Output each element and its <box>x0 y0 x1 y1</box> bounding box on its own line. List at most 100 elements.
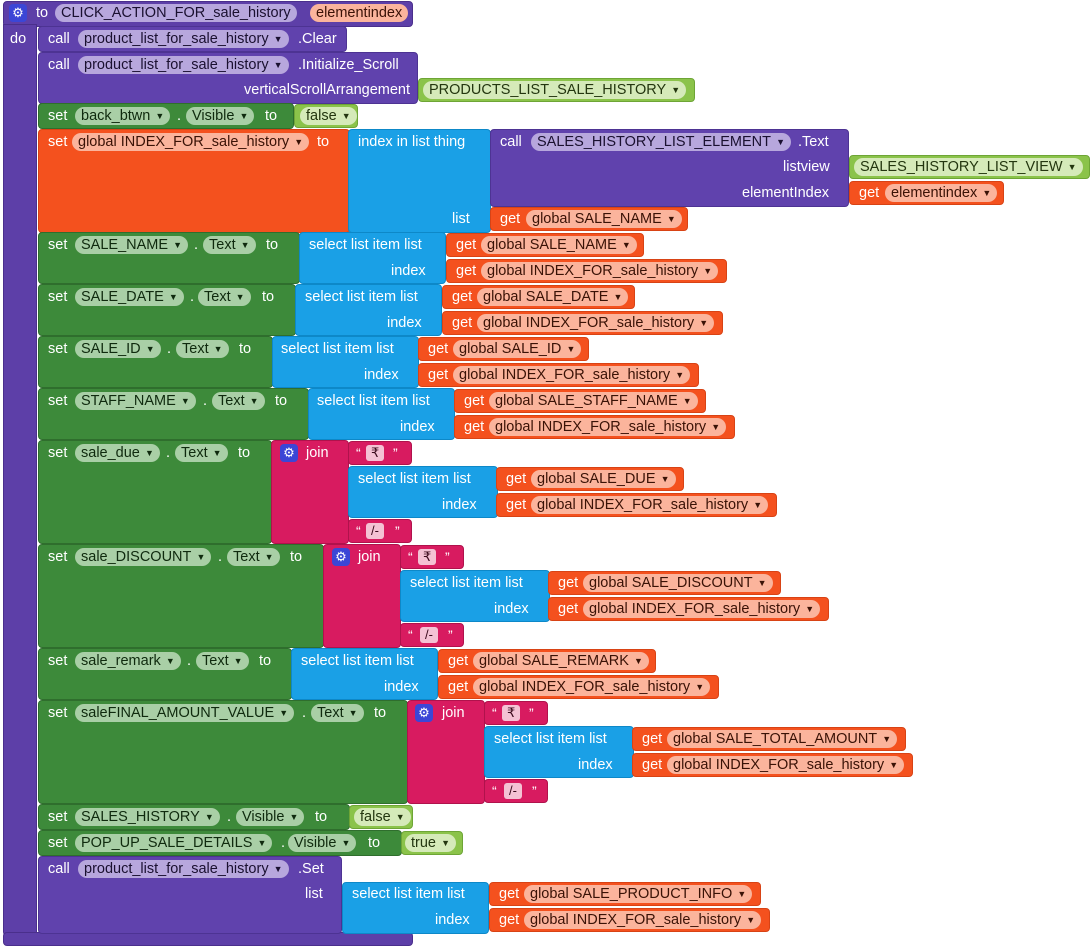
component-dropdown[interactable]: SALE_ID▼ <box>75 340 161 358</box>
method-name: .Set <box>298 861 324 877</box>
to-label: to <box>238 445 251 461</box>
variable-dropdown[interactable]: global SALE_NAME▼ <box>481 236 637 254</box>
component-dropdown[interactable]: PRODUCTS_LIST_SALE_HISTORY▼ <box>423 81 687 99</box>
variable-name: global SALE_ID <box>459 341 562 357</box>
dropdown-arrow-icon: ▼ <box>294 137 304 147</box>
property-dropdown[interactable]: Text▼ <box>311 704 364 722</box>
set-label: set <box>48 705 68 721</box>
variable-dropdown[interactable]: global INDEX_FOR_sale_history▼ <box>667 756 905 774</box>
mutator-gear-icon[interactable]: ⚙ <box>332 548 350 566</box>
property-dropdown[interactable]: Visible▼ <box>288 834 357 852</box>
get-label: get <box>499 912 520 928</box>
property-dropdown[interactable]: Text▼ <box>175 444 228 462</box>
property-dropdown[interactable]: Visible▼ <box>186 107 255 125</box>
boolean-value: true <box>411 835 436 851</box>
select-list-item-block[interactable] <box>308 388 455 440</box>
boolean-dropdown[interactable]: true▼ <box>405 834 456 852</box>
select-list-item-block[interactable] <box>295 284 442 336</box>
procedure-name-field[interactable]: CLICK_ACTION_FOR_sale_history <box>55 4 297 22</box>
close-quote: ” <box>445 549 450 565</box>
component-dropdown[interactable]: saleFINAL_AMOUNT_VALUE▼ <box>75 704 295 722</box>
variable-dropdown[interactable]: global SALE_PRODUCT_INFO▼ <box>524 885 753 903</box>
component-dropdown[interactable]: SALES_HISTORY_LIST_VIEW▼ <box>854 158 1083 176</box>
variable-dropdown[interactable]: global SALE_TOTAL_AMOUNT▼ <box>667 730 898 748</box>
variable-dropdown[interactable]: global SALE_NAME▼ <box>526 210 682 228</box>
parameter-elementindex[interactable]: elementindex <box>310 4 409 22</box>
property-name: Visible <box>294 835 337 851</box>
to-label: to <box>368 835 381 851</box>
boolean-dropdown[interactable]: false▼ <box>300 107 357 125</box>
variable-dropdown[interactable]: global INDEX_FOR_sale_history▼ <box>473 678 711 696</box>
property-dropdown[interactable]: Text▼ <box>198 288 251 306</box>
variable-dropdown[interactable]: global SALE_ID▼ <box>453 340 582 358</box>
select-list-item-block[interactable] <box>348 466 498 518</box>
component-dropdown[interactable]: sale_remark▼ <box>75 652 181 670</box>
component-dropdown[interactable]: STAFF_NAME▼ <box>75 392 196 410</box>
procedure-body-rail <box>3 24 37 936</box>
variable-dropdown[interactable]: global INDEX_FOR_sale_history▼ <box>72 133 310 151</box>
property-dropdown[interactable]: Text▼ <box>176 340 229 358</box>
component-dropdown[interactable]: product_list_for_sale_history▼ <box>78 30 289 48</box>
property-name: Text <box>204 289 231 305</box>
text-value[interactable]: /- <box>420 627 438 643</box>
variable-dropdown[interactable]: global SALE_DUE▼ <box>531 470 676 488</box>
component-dropdown[interactable]: product_list_for_sale_history▼ <box>78 860 289 878</box>
open-quote: “ <box>408 627 413 643</box>
text-value[interactable]: ₹ <box>502 705 521 721</box>
select-list-item-block[interactable] <box>400 570 550 622</box>
boolean-value: false <box>306 108 337 124</box>
variable-dropdown[interactable]: global INDEX_FOR_sale_history▼ <box>453 366 691 384</box>
text-value[interactable]: ₹ <box>418 549 437 565</box>
variable-dropdown[interactable]: elementindex▼ <box>885 184 998 202</box>
dropdown-arrow-icon: ▼ <box>682 396 692 406</box>
component-dropdown[interactable]: SALE_DATE▼ <box>75 288 184 306</box>
component-dropdown[interactable]: SALES_HISTORY_LIST_ELEMENT▼ <box>531 133 791 151</box>
property-dropdown[interactable]: Visible▼ <box>236 808 305 826</box>
dropdown-arrow-icon: ▼ <box>196 552 206 562</box>
component-dropdown[interactable]: POP_UP_SALE_DETAILS▼ <box>75 834 273 852</box>
component-dropdown[interactable]: sale_due▼ <box>75 444 160 462</box>
property-dropdown[interactable]: Text▼ <box>212 392 265 410</box>
select-list-item-block[interactable] <box>299 232 446 284</box>
variable-dropdown[interactable]: global INDEX_FOR_sale_history▼ <box>583 600 821 618</box>
mutator-gear-icon[interactable]: ⚙ <box>280 444 298 462</box>
property-name: Text <box>202 653 229 669</box>
component-dropdown[interactable]: SALES_HISTORY▼ <box>75 808 220 826</box>
select-list-item-block[interactable] <box>272 336 419 388</box>
text-value[interactable]: /- <box>504 783 522 799</box>
index-in-list-block[interactable] <box>348 129 491 233</box>
variable-name: global INDEX_FOR_sale_history <box>479 679 691 695</box>
do-label: do <box>10 31 27 47</box>
variable-dropdown[interactable]: global INDEX_FOR_sale_history▼ <box>524 911 762 929</box>
set-label: set <box>48 108 68 124</box>
dropdown-arrow-icon: ▼ <box>145 344 155 354</box>
component-name: POP_UP_SALE_DETAILS <box>81 835 253 851</box>
property-dropdown[interactable]: Text▼ <box>203 236 256 254</box>
variable-dropdown[interactable]: global SALE_STAFF_NAME▼ <box>489 392 698 410</box>
variable-dropdown[interactable]: global INDEX_FOR_sale_history▼ <box>481 262 719 280</box>
component-dropdown[interactable]: back_btwn▼ <box>75 107 171 125</box>
component-dropdown[interactable]: product_list_for_sale_history▼ <box>78 56 289 74</box>
get-label: get <box>506 471 527 487</box>
call-label: call <box>48 861 70 877</box>
close-quote: ” <box>395 523 400 539</box>
select-list-item-block[interactable] <box>342 882 489 934</box>
component-dropdown[interactable]: SALE_NAME▼ <box>75 236 189 254</box>
mutator-gear-icon[interactable]: ⚙ <box>9 4 27 22</box>
variable-name: global SALE_DATE <box>483 289 609 305</box>
property-dropdown[interactable]: Text▼ <box>227 548 280 566</box>
text-value[interactable]: ₹ <box>366 445 385 461</box>
text-value[interactable]: /- <box>366 523 384 539</box>
variable-dropdown[interactable]: global SALE_REMARK▼ <box>473 652 649 670</box>
boolean-dropdown[interactable]: false▼ <box>354 808 411 826</box>
variable-dropdown[interactable]: global INDEX_FOR_sale_history▼ <box>489 418 727 436</box>
mutator-gear-icon[interactable]: ⚙ <box>415 704 433 722</box>
variable-dropdown[interactable]: global SALE_DATE▼ <box>477 288 629 306</box>
variable-dropdown[interactable]: global SALE_DISCOUNT▼ <box>583 574 773 592</box>
variable-dropdown[interactable]: global INDEX_FOR_sale_history▼ <box>477 314 715 332</box>
select-list-item-block[interactable] <box>291 648 438 700</box>
component-dropdown[interactable]: sale_DISCOUNT▼ <box>75 548 212 566</box>
variable-dropdown[interactable]: global INDEX_FOR_sale_history▼ <box>531 496 769 514</box>
select-list-item-block[interactable] <box>484 726 634 778</box>
property-dropdown[interactable]: Text▼ <box>196 652 249 670</box>
